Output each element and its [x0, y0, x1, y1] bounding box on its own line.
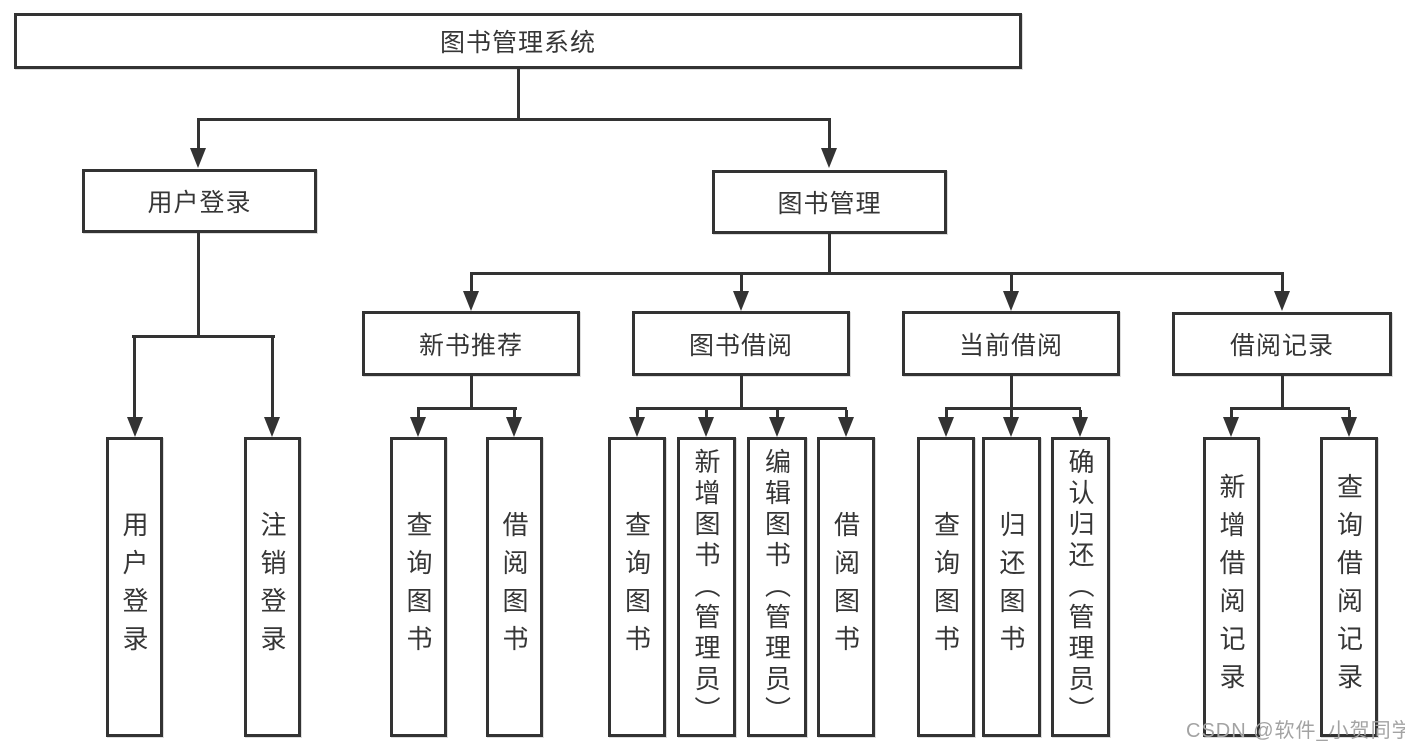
leaf-current-query-books: 查询图书 [917, 437, 975, 737]
leaf-current-confirm-return-admin: 确认归还（管理员） [1051, 437, 1110, 737]
connector-stem-leaf [776, 410, 779, 418]
connector-stem-leaf [417, 410, 420, 418]
leaf-borrow-edit-books-admin: 编辑图书（管理员） [747, 437, 807, 737]
connector-current-borrow-trunk [1010, 376, 1013, 407]
node-root-system: 图书管理系统 [14, 13, 1022, 69]
connector-stem-leaf [271, 338, 274, 417]
connector-borrow-records-trunk [1281, 376, 1284, 407]
connector-borrow-records-branch [1230, 407, 1350, 410]
leaf-newbook-query-books: 查询图书 [390, 437, 447, 737]
connector-stem-user-login [197, 121, 200, 149]
node-label: 新增图书（管理员） [691, 447, 721, 727]
connector-book-borrow-branch [636, 407, 847, 410]
leaf-borrow-query-books: 查询图书 [608, 437, 666, 737]
node-label: 新书推荐 [418, 331, 523, 360]
node-label: 注销登录 [257, 511, 287, 663]
node-book-borrowing: 图书借阅 [632, 311, 850, 376]
connector-root-trunk [517, 69, 520, 118]
arrowhead-down-icon [938, 417, 954, 437]
node-label: 用户登录 [119, 511, 149, 663]
connector-current-borrow-branch [945, 407, 1081, 410]
node-label: 确认归还（管理员） [1065, 447, 1095, 727]
connector-level2-branch [197, 118, 831, 121]
node-label: 新增借阅记录 [1216, 473, 1246, 701]
connector-user-login-trunk [197, 233, 200, 335]
connector-stem-leaf [1230, 410, 1233, 418]
node-current-borrowing: 当前借阅 [902, 311, 1120, 376]
connector-stem-new-book [470, 275, 473, 291]
arrowhead-down-icon [629, 417, 645, 437]
leaf-user-login: 用户登录 [106, 437, 163, 737]
arrowhead-down-icon [1274, 291, 1290, 311]
connector-user-login-branch [132, 335, 275, 338]
node-label: 借阅记录 [1229, 332, 1334, 360]
connector-level3-branch [470, 272, 1284, 275]
arrowhead-down-icon [1003, 417, 1019, 437]
arrowhead-down-icon [463, 291, 479, 311]
leaf-current-return-books: 归还图书 [982, 437, 1041, 737]
arrowhead-down-icon [698, 417, 714, 437]
node-user-login: 用户登录 [82, 169, 317, 233]
leaf-borrow-borrow-books: 借阅图书 [817, 437, 875, 737]
connector-stem-leaf [133, 338, 136, 417]
connector-stem-leaf [945, 410, 948, 418]
node-label: 归还图书 [996, 511, 1026, 663]
arrowhead-down-icon [506, 417, 522, 437]
leaf-logout: 注销登录 [244, 437, 301, 737]
node-label: 借阅图书 [499, 511, 529, 663]
connector-book-borrow-trunk [740, 376, 743, 407]
node-label: 编辑图书（管理员） [761, 447, 792, 727]
node-label: 查询图书 [403, 511, 433, 663]
arrowhead-down-icon [733, 291, 749, 311]
node-label: 图书借阅 [688, 331, 793, 360]
arrowhead-down-icon [838, 417, 854, 437]
connector-stem-current-borrow [1010, 275, 1013, 291]
node-book-management: 图书管理 [712, 170, 947, 234]
connector-stem-book-borrow [740, 275, 743, 291]
arrowhead-down-icon [1341, 417, 1357, 437]
connector-stem-leaf [705, 410, 708, 418]
node-label: 图书管理 [777, 190, 882, 218]
arrowhead-down-icon [821, 148, 837, 168]
connector-new-book-branch [417, 407, 517, 410]
arrowhead-down-icon [410, 417, 426, 437]
connector-stem-leaf [1079, 410, 1082, 418]
connector-book-mgmt-trunk [828, 234, 831, 272]
connector-stem-leaf [513, 410, 516, 418]
connector-stem-leaf [1010, 410, 1013, 418]
node-label: 借阅图书 [830, 511, 861, 663]
node-label: 图书管理系统 [439, 29, 596, 57]
arrowhead-down-icon [1072, 417, 1088, 437]
node-new-book-recommend: 新书推荐 [362, 311, 580, 376]
connector-stem-leaf [845, 410, 848, 418]
arrowhead-down-icon [190, 148, 206, 168]
arrowhead-down-icon [769, 417, 785, 437]
connector-new-book-trunk [470, 376, 473, 407]
connector-stem-leaf [1348, 410, 1351, 418]
connector-stem-book-mgmt [828, 121, 831, 149]
connector-stem-borrow-records [1281, 275, 1284, 291]
arrowhead-down-icon [1223, 417, 1239, 437]
arrowhead-down-icon [1003, 291, 1019, 311]
node-label: 用户登录 [147, 189, 252, 217]
leaf-newbook-borrow-books: 借阅图书 [486, 437, 543, 737]
node-label: 查询图书 [930, 511, 961, 663]
leaf-records-query-record: 查询借阅记录 [1320, 437, 1378, 737]
arrowhead-down-icon [127, 417, 143, 437]
node-label: 查询图书 [621, 511, 652, 663]
arrowhead-down-icon [264, 417, 280, 437]
connector-stem-leaf [636, 410, 639, 418]
node-label: 查询借阅记录 [1333, 473, 1364, 701]
leaf-borrow-add-books-admin: 新增图书（管理员） [677, 437, 736, 737]
leaf-records-add-record: 新增借阅记录 [1203, 437, 1260, 737]
node-borrowing-records: 借阅记录 [1172, 312, 1392, 376]
csdn-watermark: CSDN @软件_小贺同学 [1186, 720, 1405, 742]
node-label: 当前借阅 [958, 331, 1063, 360]
